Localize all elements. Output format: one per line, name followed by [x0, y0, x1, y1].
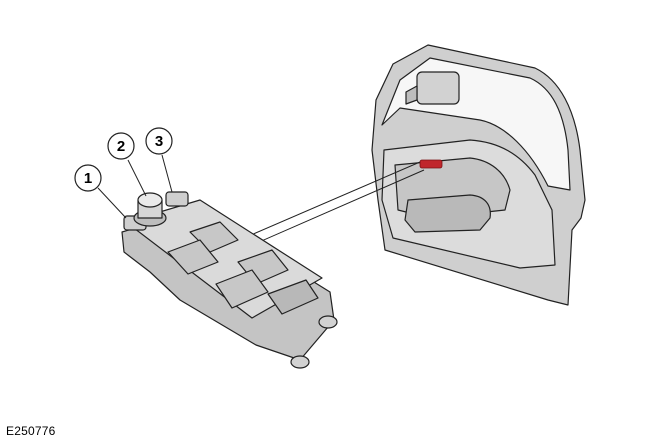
callout-1: 1 [74, 164, 127, 219]
switch-pack-top [125, 199, 323, 319]
callout-3: 3 [145, 127, 173, 193]
switch-pack-illustration [121, 191, 338, 369]
switch-3-button [165, 191, 189, 207]
door-mirror [416, 71, 460, 105]
leader-lines [243, 161, 425, 247]
door-pocket [404, 194, 491, 233]
callout-1-label: 1 [84, 170, 92, 187]
door-illustration [371, 44, 586, 306]
mount-tab-1 [318, 315, 338, 329]
callout-2-label: 2 [117, 138, 125, 155]
mirror-knob-top [137, 192, 163, 208]
window-switch-5 [267, 279, 319, 315]
figure-id: E250776 [6, 424, 56, 438]
window-switch-2 [167, 239, 219, 275]
window-switch-4 [215, 269, 269, 309]
callout-2: 2 [107, 132, 147, 197]
callout-3-label: 3 [155, 133, 163, 150]
mount-tab-2 [290, 355, 310, 369]
door-switch-location-highlight [419, 159, 443, 169]
